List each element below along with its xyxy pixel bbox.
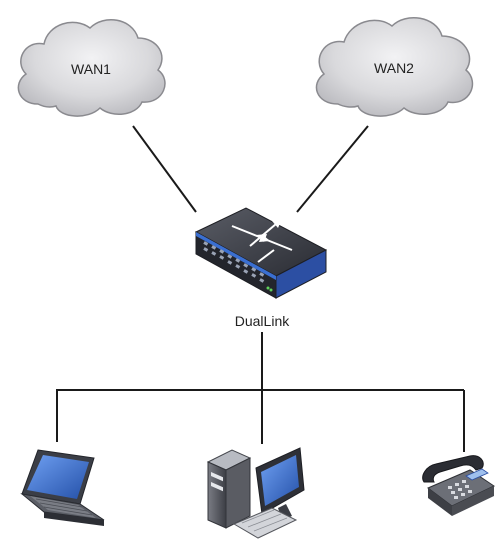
cloud-icon — [17, 19, 166, 117]
desk-phone — [422, 455, 496, 516]
laptop-icon — [20, 449, 105, 526]
cloud-icon — [315, 17, 474, 117]
router-label: DualLink — [235, 313, 290, 329]
desktop-computer — [206, 447, 305, 539]
wan1-label: WAN1 — [71, 61, 111, 77]
desk-phone-icon — [422, 455, 496, 516]
connection-lines — [56, 125, 465, 452]
duallink-router: DualLink — [194, 207, 328, 329]
link-wan1-router — [132, 125, 197, 213]
wan2-cloud: WAN2 — [315, 17, 474, 117]
link-wan2-router — [296, 125, 369, 213]
laptop — [20, 449, 105, 526]
desktop-computer-icon — [206, 447, 305, 539]
wan1-cloud: WAN1 — [17, 19, 166, 117]
wan2-label: WAN2 — [374, 60, 414, 76]
network-switch-icon — [194, 207, 328, 299]
